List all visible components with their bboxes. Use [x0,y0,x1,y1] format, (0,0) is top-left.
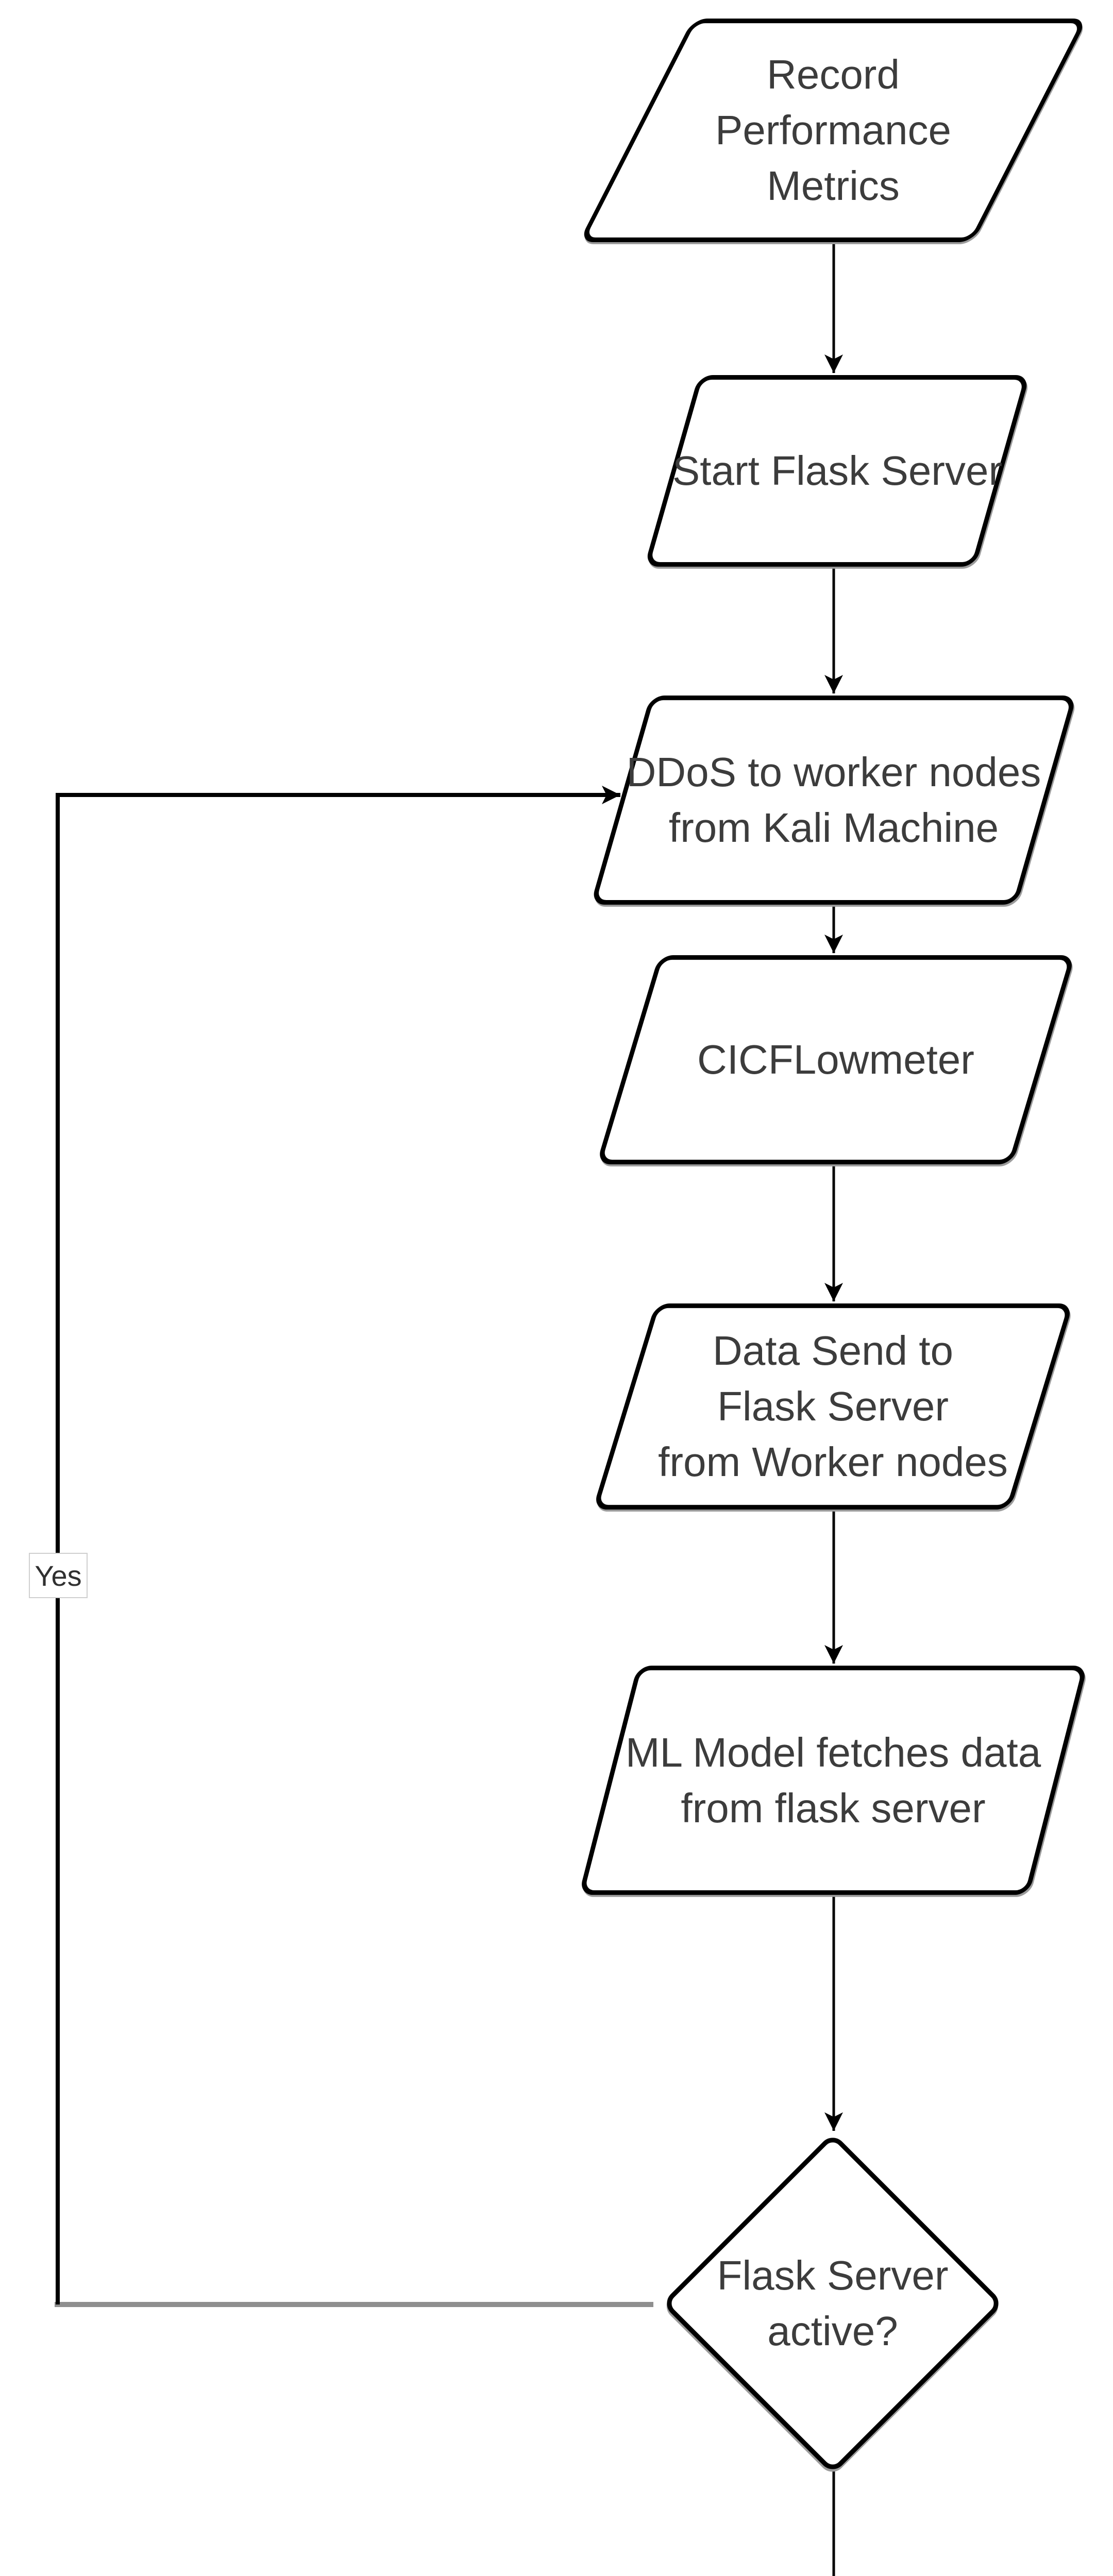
label-cicflowmeter: CICFLowmeter [697,1037,974,1082]
label-flask-server-active: Flask Server active? [717,2252,949,2354]
label-data-send-to-flask-server: Data Send to Flask Server from Worker no… [658,1328,1008,1485]
label-ml-model-fetches-data: ML Model fetches data from flask server [625,1729,1041,1831]
label-record-performance-metrics: Record Performance Metrics [715,52,951,209]
yes-loop-arrow [56,786,620,2304]
label-ddos-to-worker-nodes: DDoS to worker nodes from Kali Machine [626,749,1041,851]
label-start-flask-server: Start Flask Server [672,448,1003,494]
edge-label-yes: Yes [29,1553,88,1598]
